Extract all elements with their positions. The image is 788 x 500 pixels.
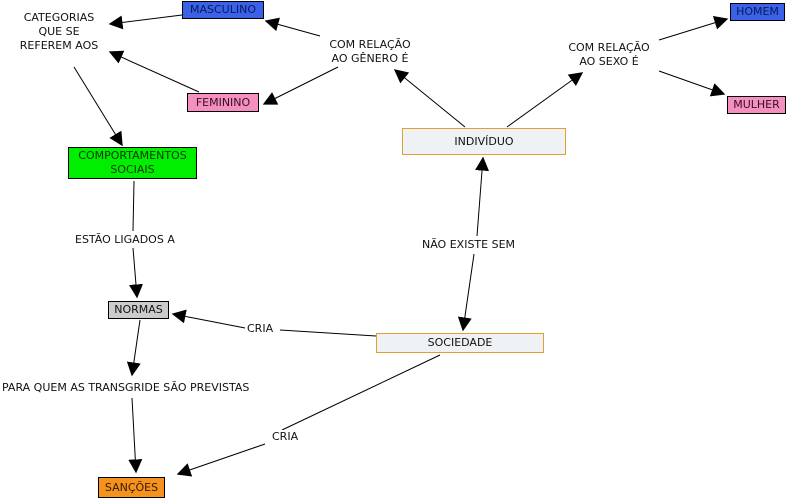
- link-nao-existe-sem[interactable]: NÃO EXISTE SEM: [420, 238, 518, 252]
- concept-masculino[interactable]: MASCULINO: [182, 1, 264, 19]
- edge-sociedade-cria1: [279, 329, 377, 337]
- concept-homem[interactable]: HOMEM: [730, 3, 785, 21]
- edge-genero-masculino: [264, 17, 321, 37]
- edge-nao-existe-sociedade: [457, 253, 475, 332]
- edge-cria1-normas: [171, 309, 246, 329]
- edge-genero-feminino: [262, 66, 339, 105]
- link-sexo[interactable]: COM RELAÇÃO AO SEXO É: [558, 41, 660, 69]
- edge-individuo-sociedade: [475, 156, 490, 237]
- edge-ligados-normas: [128, 247, 143, 299]
- edge-sociedade-cria2: [281, 354, 441, 431]
- edge-cria2-sancoes: [176, 443, 266, 477]
- edge-normas-previstas: [126, 319, 141, 377]
- concept-sociedade[interactable]: SOCIEDADE: [376, 333, 544, 353]
- concept-individuo[interactable]: INDIVÍDUO: [402, 128, 566, 155]
- link-genero[interactable]: COM RELAÇÃO AO GÊNERO É: [318, 38, 422, 66]
- edge-previstas-sancoes: [128, 397, 143, 474]
- edge-masculino-categorias: [108, 14, 183, 30]
- edge-individuo-sexo: [506, 72, 584, 128]
- edge-individuo-genero: [393, 69, 466, 128]
- concept-sancoes[interactable]: SANÇÕES: [98, 477, 165, 498]
- concept-categorias[interactable]: CATEGORIAS QUE SE REFEREM AOS: [14, 11, 104, 53]
- edge-sexo-mulher: [658, 70, 726, 97]
- link-cria-normas[interactable]: CRIA: [245, 322, 276, 336]
- link-cria-sancoes[interactable]: CRIA: [270, 430, 301, 444]
- concept-comportamentos-sociais[interactable]: COMPORTAMENTOS SOCIAIS: [68, 147, 197, 179]
- edge-sexo-homem: [658, 16, 729, 41]
- edge-feminino-categorias: [108, 50, 200, 93]
- edge-categorias-comportamentos: [73, 66, 123, 147]
- edge-comportamentos-ligados: [132, 180, 135, 232]
- link-estao-ligados[interactable]: ESTÃO LIGADOS A: [73, 233, 177, 247]
- concept-mulher[interactable]: MULHER: [727, 96, 786, 114]
- concept-normas[interactable]: NORMAS: [108, 301, 169, 319]
- concept-feminino[interactable]: FEMININO: [187, 93, 259, 112]
- link-previstas[interactable]: PARA QUEM AS TRANSGRIDE SÃO PREVISTAS: [0, 381, 252, 395]
